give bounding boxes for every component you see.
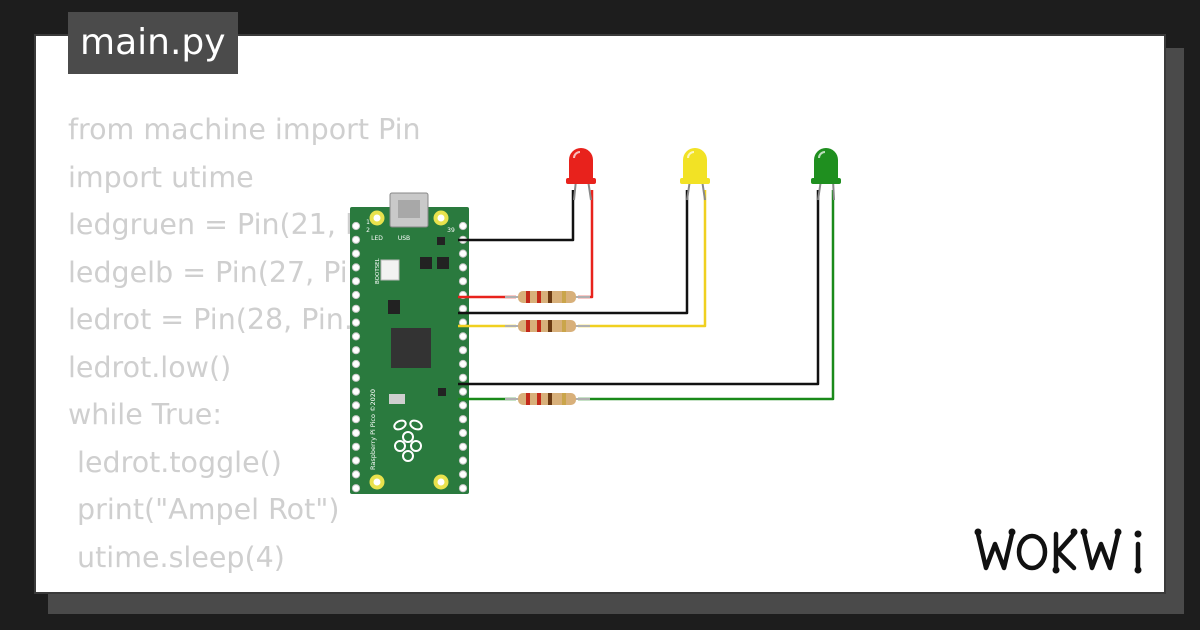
green-led[interactable] bbox=[811, 148, 841, 201]
code-line: ledrot.low() bbox=[68, 350, 232, 384]
board-pin[interactable] bbox=[458, 470, 468, 479]
file-tab[interactable]: main.py bbox=[68, 12, 238, 74]
board-pin[interactable] bbox=[458, 221, 468, 231]
pin1-label: 1 bbox=[366, 219, 370, 226]
pin2-label: 2 bbox=[366, 227, 370, 234]
yellow-led[interactable] bbox=[680, 148, 710, 201]
wire-signal-green[interactable] bbox=[578, 190, 835, 401]
board-pin[interactable] bbox=[351, 456, 361, 465]
board-pin[interactable] bbox=[458, 263, 468, 272]
board-pin[interactable] bbox=[351, 304, 361, 313]
board-pin[interactable] bbox=[458, 415, 468, 424]
board-pin[interactable] bbox=[458, 428, 468, 438]
resistor-red[interactable] bbox=[505, 291, 590, 303]
board-pin[interactable] bbox=[458, 456, 468, 465]
wokwi-logo[interactable] bbox=[972, 522, 1154, 578]
bootsel-label: BOOTSEL bbox=[375, 257, 381, 284]
board-pin[interactable] bbox=[351, 470, 361, 479]
board-pin[interactable] bbox=[458, 249, 468, 258]
code-line: ledgelb.toggle() bbox=[68, 581, 468, 592]
pin39-label: 39 bbox=[447, 227, 455, 234]
board-pin[interactable] bbox=[351, 346, 361, 355]
board-pin[interactable] bbox=[458, 387, 468, 396]
raspberry-logo-icon bbox=[393, 419, 423, 462]
board-pin[interactable] bbox=[458, 484, 468, 493]
board-pin[interactable] bbox=[458, 442, 468, 451]
led-label: LED bbox=[371, 235, 383, 242]
code-line: utime.sleep(4) bbox=[68, 540, 285, 574]
raspberry-pi-pico-board[interactable]: USB LED 1 2 39 BOOTSEL Raspberry Pi Pico… bbox=[350, 192, 469, 494]
board-pin[interactable] bbox=[351, 415, 361, 424]
board-pin[interactable] bbox=[458, 304, 468, 313]
board-pin[interactable] bbox=[351, 401, 361, 410]
wire-signal-yellow[interactable] bbox=[578, 190, 707, 328]
red-led[interactable] bbox=[566, 148, 596, 201]
board-pin[interactable] bbox=[351, 277, 361, 286]
wire-gnd-yellow[interactable] bbox=[458, 190, 689, 315]
board-pin[interactable] bbox=[351, 290, 361, 300]
wire-gnd-red[interactable] bbox=[458, 190, 575, 242]
file-tab-label: main.py bbox=[80, 22, 226, 63]
board-pin[interactable] bbox=[458, 401, 468, 410]
code-line: print("Ampel Rot") bbox=[68, 493, 340, 526]
board-pin[interactable] bbox=[458, 346, 468, 355]
board-pin[interactable] bbox=[351, 484, 361, 493]
code-line: while True: bbox=[68, 398, 222, 431]
wire-gnd-green[interactable] bbox=[458, 190, 820, 386]
board-pin[interactable] bbox=[458, 277, 468, 286]
board-pin[interactable] bbox=[351, 318, 361, 327]
left-pin-header bbox=[351, 221, 361, 493]
board-pin[interactable] bbox=[351, 428, 361, 438]
board-pin[interactable] bbox=[351, 373, 361, 382]
code-line: import utime bbox=[68, 160, 254, 194]
board-pin[interactable] bbox=[351, 235, 361, 244]
resistor-green[interactable] bbox=[505, 393, 590, 405]
board-pin[interactable] bbox=[351, 221, 361, 231]
board-pin[interactable] bbox=[351, 249, 361, 258]
board-pin[interactable] bbox=[351, 387, 361, 396]
board-pin[interactable] bbox=[351, 332, 361, 341]
wire-signal-red[interactable] bbox=[578, 190, 594, 299]
board-pin[interactable] bbox=[458, 373, 468, 382]
board-pin[interactable] bbox=[458, 359, 468, 369]
board-pin[interactable] bbox=[351, 359, 361, 369]
code-line: ledrot.toggle() bbox=[68, 445, 282, 479]
resistor-yellow[interactable] bbox=[505, 320, 590, 332]
wires bbox=[458, 190, 835, 401]
board-pin[interactable] bbox=[351, 263, 361, 272]
board-name-label: Raspberry Pi Pico ©2020 bbox=[369, 389, 377, 470]
board-pin[interactable] bbox=[458, 332, 468, 341]
code-line: from machine import Pin bbox=[68, 113, 421, 146]
usb-label: USB bbox=[398, 235, 410, 242]
board-pin[interactable] bbox=[351, 442, 361, 451]
